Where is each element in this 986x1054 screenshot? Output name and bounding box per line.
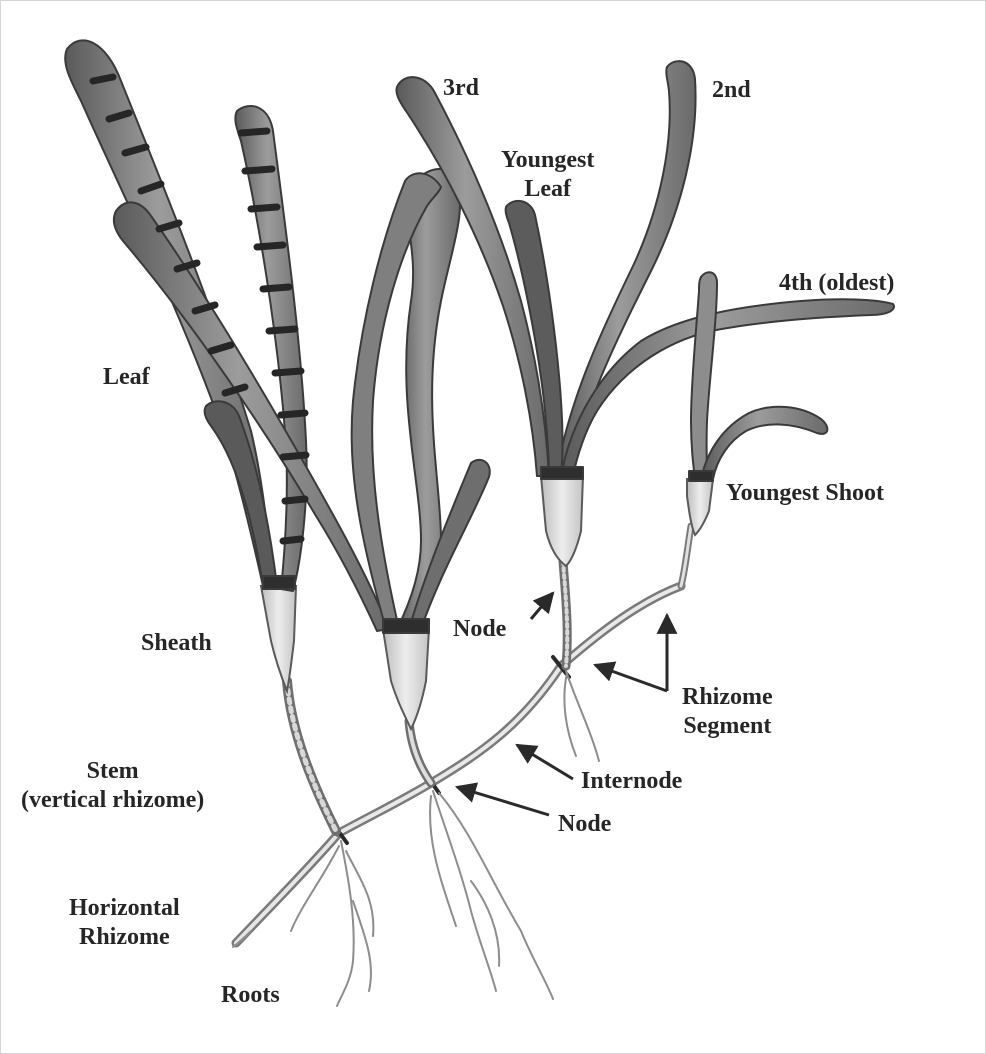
pointer-arrows	[454, 591, 678, 817]
label-rhizome-segment-line-2: Segment	[683, 713, 772, 739]
shoot-1-leaves	[64, 39, 390, 632]
arrow-node-lower	[454, 782, 550, 817]
label-rhizome-segment-line-1: Rhizome	[682, 684, 773, 710]
label-stem-line-1: Stem	[86, 758, 139, 784]
label-3rd-leaf: 3rd	[443, 75, 479, 101]
label-sheath: Sheath	[141, 630, 212, 656]
label-roots: Roots	[221, 982, 280, 1008]
sheaths-drawing	[259, 475, 715, 732]
label-stem: Stem (vertical rhizome)	[21, 757, 204, 815]
arrow-rhizome-segment-left	[593, 661, 668, 693]
leaf-bands	[89, 73, 310, 545]
label-youngest-shoot: Youngest Shoot	[726, 480, 885, 506]
label-stem-line-2: (vertical rhizome)	[21, 787, 205, 813]
label-horizontal-rhizome-line-2: Rhizome	[79, 924, 170, 950]
arrow-node-upper	[529, 591, 555, 620]
shoot-4-leaves	[688, 271, 829, 482]
label-youngest-leaf: Youngest Leaf	[501, 146, 594, 204]
label-horizontal-rhizome: Horizontal Rhizome	[69, 894, 180, 952]
arrow-internode	[515, 743, 574, 781]
label-node-lower: Node	[558, 811, 612, 837]
label-2nd-leaf: 2nd	[712, 77, 751, 103]
label-leaf: Leaf	[103, 364, 150, 390]
shoot-3-leaves	[395, 60, 895, 480]
label-horizontal-rhizome-line-1: Horizontal	[69, 895, 180, 921]
label-internode: Internode	[581, 768, 683, 794]
label-4th-oldest-leaf: 4th (oldest)	[779, 270, 895, 296]
label-node-upper: Node	[453, 616, 507, 642]
label-youngest-leaf-line-2: Leaf	[524, 176, 571, 202]
label-youngest-leaf-line-1: Youngest	[501, 147, 595, 173]
shoot-2-leaves	[350, 168, 491, 634]
label-rhizome-segment: Rhizome Segment	[682, 683, 773, 741]
roots-drawing	[232, 670, 600, 1007]
